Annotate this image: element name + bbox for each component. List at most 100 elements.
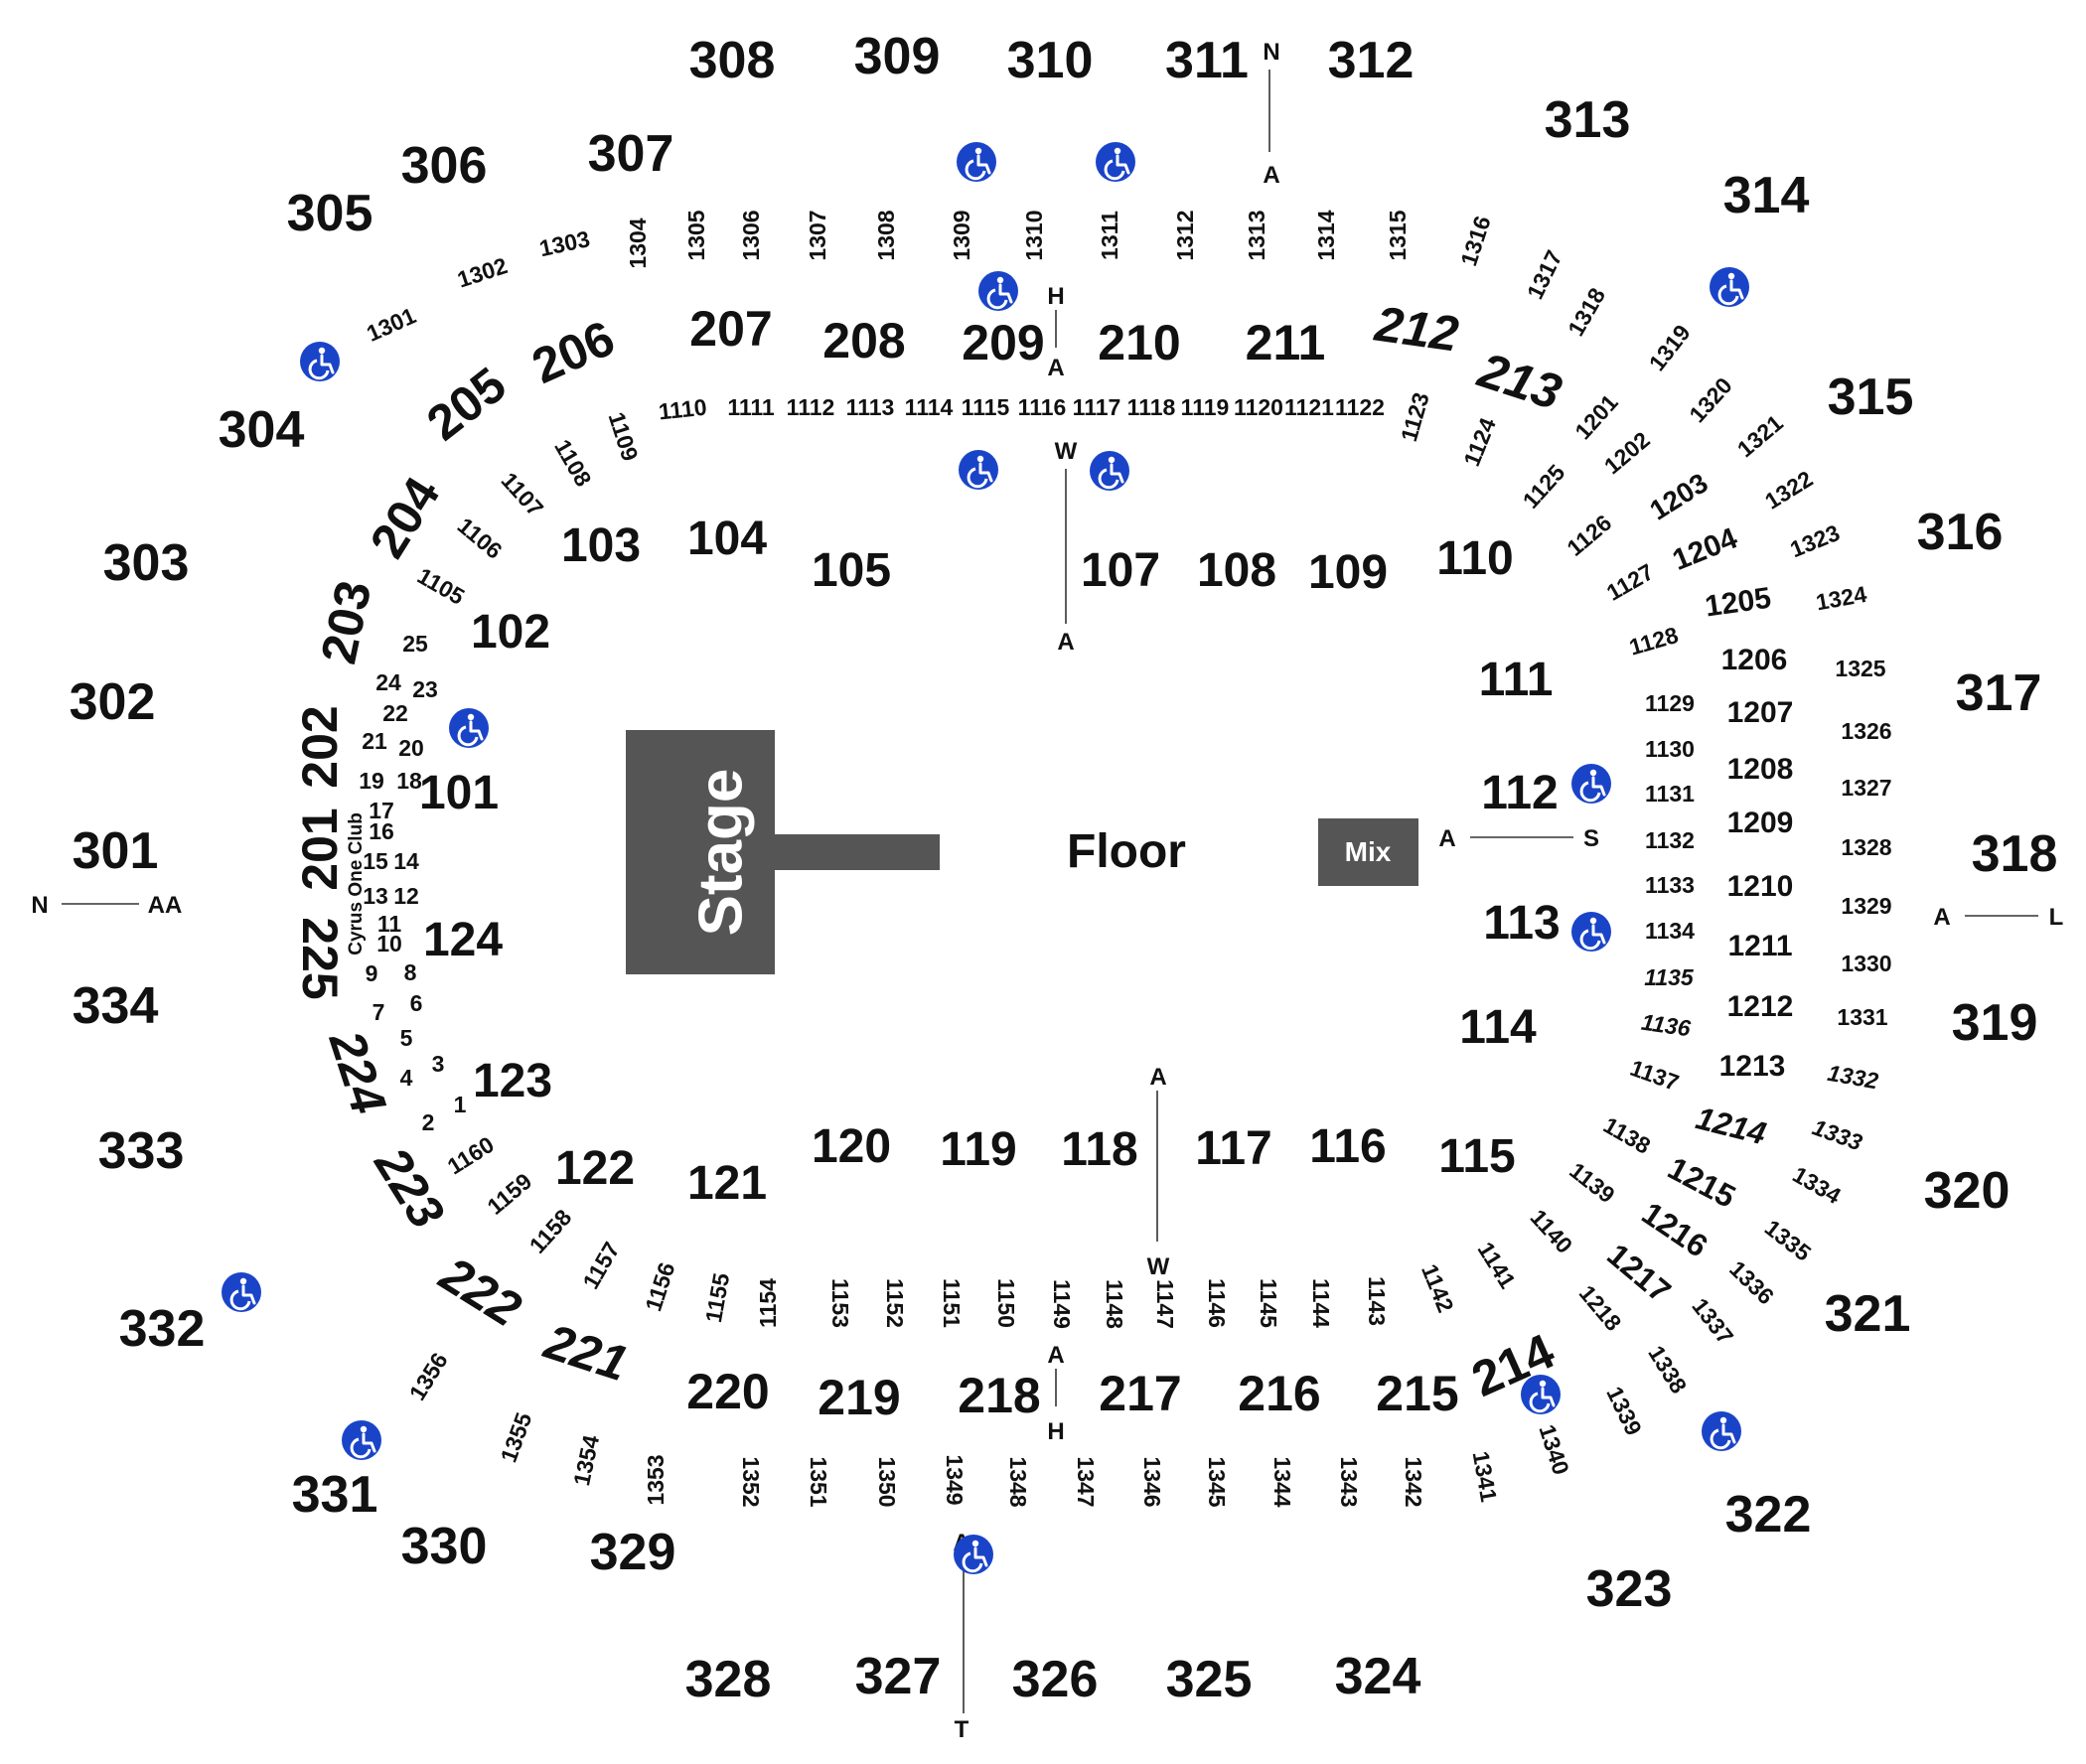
suite: 1110 bbox=[658, 394, 708, 425]
section: 327 bbox=[855, 1648, 942, 1705]
suite: 1142 bbox=[1416, 1260, 1459, 1316]
section: 317 bbox=[1956, 664, 2042, 722]
section: 121 bbox=[687, 1157, 767, 1210]
suite: 1303 bbox=[537, 225, 592, 261]
row-label: A bbox=[1047, 1342, 1064, 1369]
suite: 1211 bbox=[1727, 930, 1792, 962]
suite: 1216 bbox=[1636, 1195, 1714, 1264]
section: 311 bbox=[1165, 32, 1249, 89]
wheelchair-icon bbox=[1519, 1373, 1563, 1416]
section: 110 bbox=[1436, 532, 1513, 585]
suite: 1127 bbox=[1602, 558, 1658, 605]
section: 212 bbox=[1371, 295, 1462, 362]
suite: 1123 bbox=[1396, 389, 1434, 444]
section: 309 bbox=[854, 28, 941, 85]
section: 210 bbox=[1098, 315, 1180, 370]
suite: 1209 bbox=[1727, 807, 1794, 839]
suite: 1213 bbox=[1719, 1050, 1786, 1083]
suite: 1337 bbox=[1687, 1293, 1738, 1349]
row-label: A bbox=[1933, 904, 1950, 931]
section: 204 bbox=[360, 468, 451, 568]
suite: 1118 bbox=[1127, 394, 1176, 420]
sections-300: 301 302 303 304 305 306 307 308 309 310 … bbox=[70, 28, 2058, 1708]
suite: 1112 bbox=[787, 394, 835, 420]
section: 314 bbox=[1723, 167, 1810, 224]
suite: 1339 bbox=[1601, 1383, 1647, 1439]
section: 211 bbox=[1246, 315, 1326, 370]
row-label: AA bbox=[148, 892, 183, 919]
suite: 1333 bbox=[1809, 1114, 1865, 1156]
club-seat: 21 bbox=[362, 728, 387, 754]
suite: 1105 bbox=[413, 562, 469, 610]
suite: 1351 bbox=[806, 1456, 831, 1507]
suite: 1151 bbox=[939, 1278, 965, 1328]
suite: 1322 bbox=[1760, 466, 1817, 514]
section: 109 bbox=[1308, 546, 1388, 599]
suite: 1152 bbox=[882, 1278, 908, 1328]
suite: 1342 bbox=[1401, 1456, 1426, 1507]
suite: 1119 bbox=[1181, 394, 1230, 420]
club-seat: 23 bbox=[412, 676, 438, 702]
club-seat: 20 bbox=[398, 735, 424, 761]
suite: 1352 bbox=[738, 1456, 764, 1507]
suite: 1113 bbox=[846, 394, 895, 420]
section: 332 bbox=[119, 1300, 206, 1358]
suite: 1306 bbox=[738, 210, 764, 260]
section: 306 bbox=[401, 137, 488, 195]
section: 329 bbox=[590, 1524, 676, 1581]
section: 215 bbox=[1376, 1366, 1458, 1421]
section: 124 bbox=[423, 914, 503, 966]
floor-label: Floor bbox=[1067, 825, 1186, 878]
suite: 1315 bbox=[1385, 210, 1411, 260]
suite: 1149 bbox=[1049, 1279, 1075, 1329]
suite: 1320 bbox=[1684, 372, 1737, 427]
section: 217 bbox=[1099, 1366, 1181, 1421]
suite: 1144 bbox=[1308, 1278, 1334, 1328]
row-label: W bbox=[1147, 1253, 1170, 1280]
section: 315 bbox=[1828, 368, 1914, 426]
section: 301 bbox=[73, 822, 159, 880]
suite: 1353 bbox=[643, 1454, 669, 1505]
section: 201 bbox=[292, 808, 348, 890]
wheelchair-icon bbox=[298, 340, 342, 383]
section: 325 bbox=[1166, 1651, 1253, 1708]
section: 208 bbox=[822, 313, 905, 368]
club-seat: 11 bbox=[377, 911, 402, 937]
suite: 1146 bbox=[1204, 1278, 1230, 1328]
section: 108 bbox=[1197, 544, 1276, 597]
club-seat: 3 bbox=[432, 1051, 445, 1077]
section: 328 bbox=[685, 1651, 772, 1708]
wheelchair-icon bbox=[447, 706, 491, 750]
row-label: N bbox=[31, 892, 48, 919]
suite: 1302 bbox=[454, 252, 511, 293]
suite: 1305 bbox=[683, 210, 709, 260]
suite: 1135 bbox=[1644, 964, 1695, 990]
suite: 1319 bbox=[1644, 320, 1696, 375]
suite: 1158 bbox=[524, 1204, 577, 1258]
suite: 1141 bbox=[1473, 1238, 1522, 1293]
suite: 1308 bbox=[873, 210, 899, 260]
wheelchair-icon bbox=[340, 1418, 383, 1462]
suite: 1327 bbox=[1841, 775, 1891, 801]
row-label: A bbox=[1047, 355, 1064, 381]
suite: 1206 bbox=[1721, 644, 1788, 676]
club-seat: 25 bbox=[402, 631, 428, 657]
club-seat: 2 bbox=[422, 1109, 435, 1135]
section: 113 bbox=[1483, 897, 1560, 950]
section: 114 bbox=[1459, 1001, 1537, 1054]
section: 206 bbox=[524, 310, 623, 394]
stage-runway bbox=[775, 834, 940, 870]
suite: 1355 bbox=[496, 1409, 537, 1466]
suite: 1326 bbox=[1841, 718, 1891, 744]
section: 112 bbox=[1481, 767, 1558, 819]
section: 331 bbox=[292, 1466, 378, 1524]
suite: 1217 bbox=[1600, 1237, 1678, 1309]
wheelchair-icon bbox=[1700, 1409, 1743, 1453]
wheelchair-icon bbox=[955, 140, 998, 184]
suite: 1318 bbox=[1563, 283, 1610, 340]
section: 104 bbox=[687, 513, 767, 565]
suite: 1341 bbox=[1468, 1449, 1503, 1504]
club-seat: 24 bbox=[375, 669, 401, 695]
section: 326 bbox=[1012, 1651, 1099, 1708]
suite: 1208 bbox=[1727, 753, 1794, 786]
